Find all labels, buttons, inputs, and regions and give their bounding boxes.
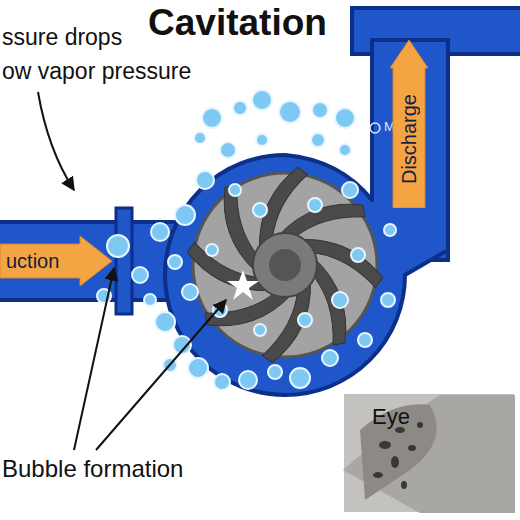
pipe-flange	[116, 208, 132, 314]
suction-pipe	[0, 222, 181, 300]
annotation-text: ow vapor pressure	[2, 58, 191, 85]
discharge-pipe	[372, 40, 448, 260]
arrow-label: uction	[6, 250, 59, 273]
arrow-body	[390, 40, 428, 208]
impeller-hub	[253, 233, 317, 297]
flow-arrow: Discharge	[390, 40, 428, 208]
arrow-body	[0, 236, 112, 286]
leader-line	[96, 300, 226, 450]
watermark-icon	[370, 123, 380, 133]
leader-line	[74, 268, 114, 450]
leader-line	[38, 92, 74, 190]
flow-arrow: uction	[0, 236, 112, 286]
eye-erosion-photo	[343, 393, 515, 513]
collapse-star	[227, 270, 259, 300]
annotation-text: Bubble formation	[2, 455, 183, 483]
diagram-title: Cavitation	[148, 2, 327, 44]
hub-center	[269, 249, 301, 281]
annotation-text: ssure drops	[2, 24, 122, 51]
vapor-bubbles	[97, 90, 396, 390]
arrow-label: Discharge	[398, 94, 421, 184]
impeller-blades	[185, 165, 384, 364]
inset-label: Eye	[372, 404, 410, 430]
